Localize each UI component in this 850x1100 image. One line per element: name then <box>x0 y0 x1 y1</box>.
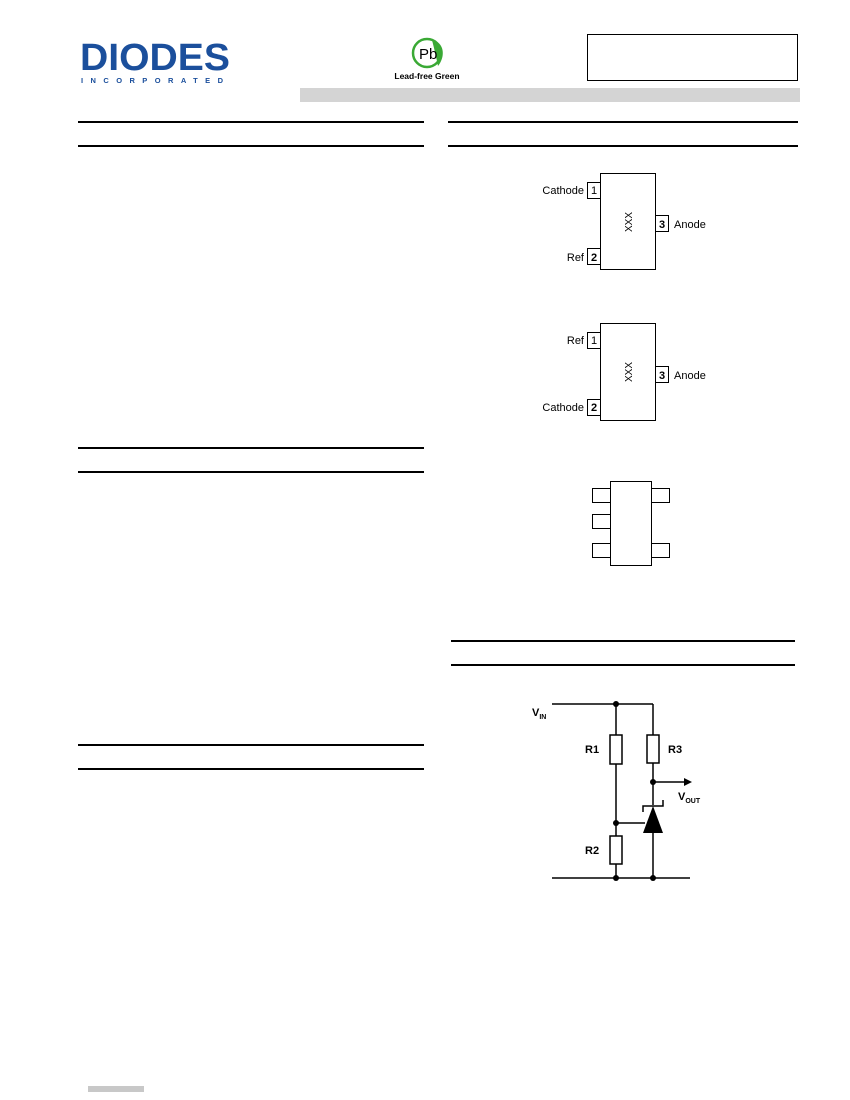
section-rule <box>451 640 795 642</box>
header-band <box>300 88 800 102</box>
resistor-r2 <box>609 835 623 865</box>
package-body <box>610 481 652 566</box>
section-rule <box>78 768 424 770</box>
pin-name-anode: Anode <box>674 370 706 382</box>
pin-number-1: 1 <box>591 335 597 347</box>
brand-name: DIODES <box>80 38 230 79</box>
diodes-logo: DIODES INCORPORATED <box>80 38 230 84</box>
pin-number-2: 2 <box>591 402 597 414</box>
section-rule <box>78 447 424 449</box>
pin-name-ref: Ref <box>567 335 585 347</box>
pin-name-cathode: Cathode <box>542 402 584 414</box>
pinout-diagram-2 <box>587 323 669 421</box>
circuit-symbols <box>613 701 692 881</box>
lead-right-1 <box>651 488 670 503</box>
lead-left-3 <box>592 543 611 558</box>
section-rule <box>451 664 795 666</box>
marking-code: XXX <box>624 212 635 232</box>
shunt-regulator-bar <box>642 800 664 812</box>
vout-label: VOUT <box>678 791 701 805</box>
pin-name-ref: Ref <box>567 252 585 264</box>
lead-left-1 <box>592 488 611 503</box>
resistor-r3 <box>646 734 660 764</box>
lead-left-2 <box>592 514 611 529</box>
vout-arrow-icon <box>684 778 692 786</box>
pin-box-1 <box>587 182 601 199</box>
node-dot <box>613 875 619 881</box>
node-dot <box>613 701 619 707</box>
section-rule <box>78 471 424 473</box>
lead-right-2 <box>651 543 670 558</box>
application-circuit <box>552 703 690 879</box>
pinout-diagram-1 <box>587 173 669 270</box>
section-rule <box>78 145 424 147</box>
node-dot <box>650 779 656 785</box>
pin-number-1: 1 <box>591 185 597 197</box>
pin-number-3: 3 <box>659 370 665 382</box>
section-rule <box>78 744 424 746</box>
r3-label: R3 <box>668 744 682 756</box>
pb-symbol: Pb <box>419 46 437 63</box>
lead-free-badge: Pb Lead-free Green <box>394 37 460 81</box>
package-outline <box>592 481 670 566</box>
r1-label: R1 <box>585 744 599 756</box>
lead-free-label: Lead-free Green <box>394 71 459 81</box>
shunt-regulator-symbol <box>643 806 663 833</box>
section-rule <box>448 121 798 123</box>
pin-box-3 <box>655 215 669 232</box>
resistor-r1 <box>609 734 623 765</box>
pin-number-2: 2 <box>591 252 597 264</box>
node-dot <box>650 875 656 881</box>
pin-name-anode: Anode <box>674 219 706 231</box>
footer-link-mark[interactable] <box>88 1086 144 1092</box>
pin-box-2 <box>587 399 601 416</box>
section-rule <box>78 121 424 123</box>
part-number-box <box>587 34 798 81</box>
pin-name-cathode: Cathode <box>542 185 584 197</box>
pin-box-1 <box>587 332 601 349</box>
vin-label: VIN <box>532 707 546 721</box>
r2-label: R2 <box>585 845 599 857</box>
pin-box-3 <box>655 366 669 383</box>
leaf-icon <box>432 40 443 66</box>
marking-code: XXX <box>624 362 635 382</box>
pin-number-3: 3 <box>659 219 665 231</box>
pin-box-2 <box>587 248 601 265</box>
section-rule <box>448 145 798 147</box>
node-dot <box>613 820 619 826</box>
